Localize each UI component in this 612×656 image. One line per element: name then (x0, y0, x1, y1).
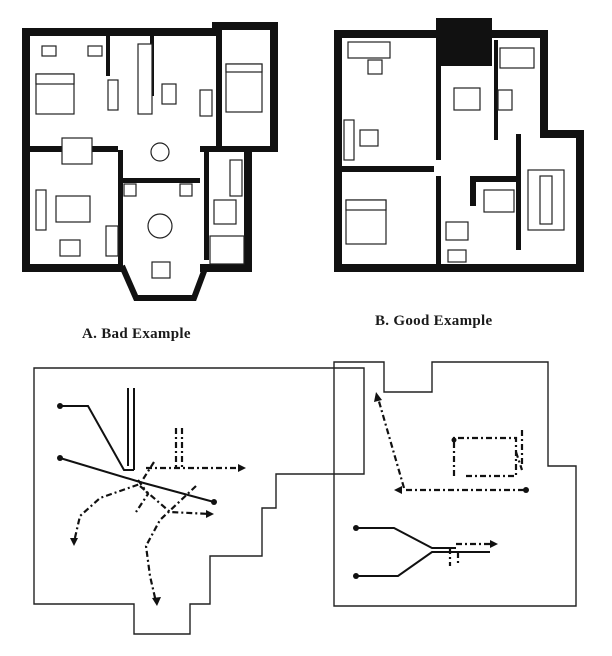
path-line (59, 457, 215, 503)
chair (123, 183, 137, 197)
cabinet (199, 89, 213, 117)
path-start (353, 525, 359, 531)
counter (229, 159, 243, 197)
wall (334, 30, 342, 270)
cabinet (213, 199, 237, 225)
cabinet (343, 119, 355, 161)
plan-outline (333, 361, 577, 607)
path-dashed (514, 451, 524, 471)
path-dashed (144, 485, 197, 603)
table (359, 129, 379, 147)
wall (494, 40, 498, 140)
dining-table (55, 195, 91, 223)
wall (216, 28, 222, 146)
caption-good-example: B. Good Example (375, 313, 493, 329)
path-dashed (72, 461, 155, 543)
wall (204, 150, 209, 260)
cabinet (107, 79, 119, 111)
sink (161, 83, 177, 105)
wall (436, 60, 441, 160)
arrowhead (70, 538, 78, 546)
sideboard (35, 189, 47, 231)
wall (540, 130, 582, 138)
wall (118, 150, 123, 266)
chair (367, 59, 383, 75)
arrowhead (374, 392, 382, 402)
chair (179, 183, 193, 197)
round-table (150, 142, 170, 162)
arrowhead (394, 486, 402, 494)
stove (209, 235, 245, 265)
wall (244, 150, 252, 272)
wall (436, 176, 441, 266)
path-dashed (452, 436, 518, 478)
wall (334, 166, 434, 172)
wall (120, 178, 200, 183)
arrowhead (238, 464, 246, 472)
bed-pillow (35, 73, 75, 85)
path-dashed (139, 485, 211, 516)
wall (470, 176, 520, 182)
counter (483, 189, 515, 213)
wall (516, 134, 521, 250)
chair (59, 239, 81, 257)
wall (576, 130, 584, 270)
bathtub (137, 43, 153, 115)
bathtub (445, 221, 469, 241)
chair (497, 89, 513, 111)
chair (41, 45, 57, 57)
path-line (356, 551, 490, 577)
bay-window (119, 264, 209, 301)
wall (200, 264, 252, 272)
path-start (57, 403, 63, 409)
circulation-bad (33, 367, 365, 635)
wall (270, 22, 278, 150)
wall (490, 30, 548, 38)
stove (499, 47, 535, 69)
arrowhead (206, 510, 214, 518)
floorplan-bad (22, 22, 278, 301)
wall (200, 146, 278, 152)
wall (334, 30, 438, 38)
wall (540, 30, 548, 134)
bed-cover (539, 175, 553, 225)
path-end (211, 499, 217, 505)
bed-pillow (225, 63, 263, 73)
desk (347, 41, 391, 59)
wall (22, 264, 122, 272)
wall (212, 22, 278, 30)
table (61, 137, 93, 165)
round-table (147, 213, 173, 239)
sink (447, 249, 467, 263)
wall (334, 264, 584, 272)
floorplan-good (334, 18, 584, 272)
caption-bad-example: A. Bad Example (82, 326, 191, 342)
path-line (60, 405, 134, 471)
path-dashed (135, 479, 150, 513)
path-start (523, 487, 529, 493)
chimney-block (436, 18, 492, 66)
circulation-good (333, 361, 577, 607)
path-line (356, 527, 456, 549)
arrowhead (152, 597, 161, 606)
bed-pillow (345, 199, 387, 211)
path-start (353, 573, 359, 579)
chair (87, 45, 103, 57)
cabinet (105, 225, 119, 257)
path-start (57, 455, 63, 461)
wall (106, 36, 110, 76)
wall (470, 176, 476, 206)
dining-table (453, 87, 481, 111)
plan-outline (33, 367, 365, 635)
path-end (451, 437, 457, 443)
desk (151, 261, 171, 279)
wall (22, 28, 218, 36)
arrowhead (490, 540, 498, 548)
path-dashed (376, 397, 406, 489)
